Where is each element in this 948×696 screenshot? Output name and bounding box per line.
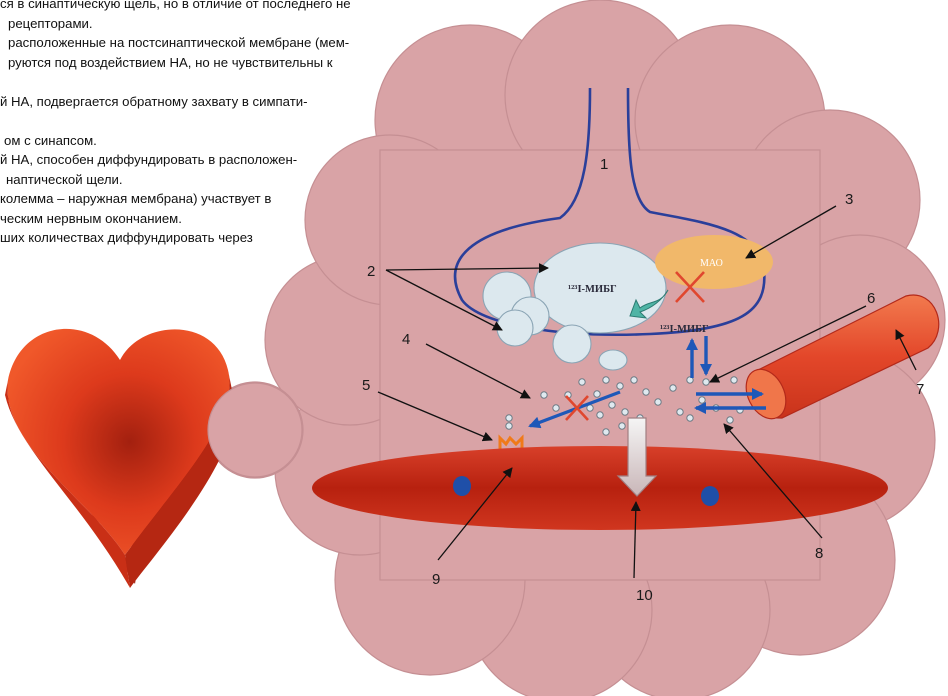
cleft-label: ¹²³I-МИБГ xyxy=(660,324,709,335)
label-1: 1 xyxy=(600,156,608,173)
label-10: 10 xyxy=(636,587,653,604)
label-7: 7 xyxy=(916,381,924,398)
label-4: 4 xyxy=(402,331,410,348)
nucleus-left xyxy=(453,476,471,496)
label-5: 5 xyxy=(362,377,370,394)
vesicle-label: ¹²³I-МИБГ xyxy=(568,284,617,295)
label-9: 9 xyxy=(432,571,440,588)
tissue-bulge xyxy=(208,383,302,477)
nucleus-right xyxy=(701,486,719,506)
label-3: 3 xyxy=(845,191,853,208)
mao-label: МАО xyxy=(700,258,723,269)
label-2: 2 xyxy=(367,263,375,280)
heart-icon xyxy=(5,329,236,588)
label-8: 8 xyxy=(815,545,823,562)
muscle-cell xyxy=(312,446,888,530)
label-6: 6 xyxy=(867,290,875,307)
